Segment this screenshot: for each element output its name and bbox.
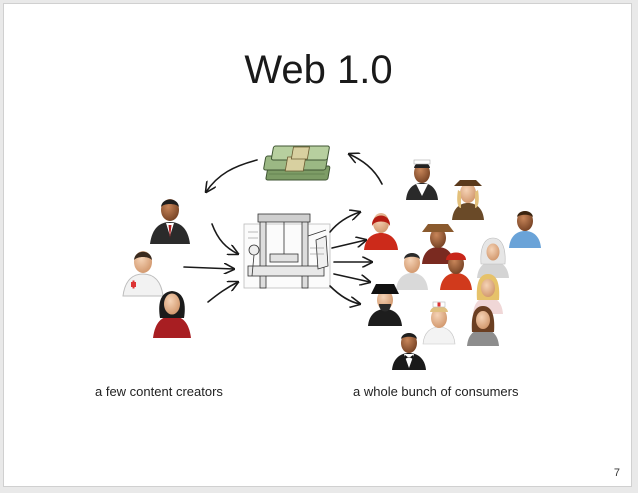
consumer-boxer-icon [364, 213, 398, 250]
arrow-press-to-consumer-4 [333, 273, 370, 282]
arrow-creators-to-money [206, 159, 258, 192]
consumer-icons [364, 159, 541, 370]
arrow-creator-mid-to-press [183, 267, 234, 269]
arrow-consumers-to-money [349, 154, 383, 185]
consumer-woman-icon [467, 306, 499, 346]
printing-press-icon [243, 213, 331, 289]
consumer-hat-woman-icon [452, 180, 484, 220]
money-stack-icon [263, 145, 331, 181]
consumer-nurse-icon [422, 301, 456, 345]
caption-consumers: a whole bunch of consumers [353, 384, 519, 399]
page-number: 7 [613, 467, 620, 479]
consumer-man-icon [396, 253, 428, 290]
arrow-creator-top-to-press [211, 223, 238, 254]
consumer-maid-icon [406, 159, 438, 200]
arrow-press-to-consumer-2 [331, 240, 366, 249]
arrow-press-to-consumer-1 [329, 212, 360, 233]
creator-woman-icon [153, 291, 191, 338]
consumer-rabbi-icon [368, 284, 402, 326]
consumer-butler-icon [392, 333, 426, 370]
flow-arrows [183, 154, 383, 304]
arrow-creator-bottom-to-press [207, 282, 238, 303]
consumer-cowboy-icon [422, 224, 454, 264]
slide-title: Web 1.0 [244, 48, 393, 92]
slide: Web 1.0 [3, 3, 632, 487]
diagram [122, 145, 541, 370]
consumer-hijab-icon [477, 237, 509, 278]
consumer-firefighter-icon [440, 252, 472, 290]
arrow-press-to-consumer-5 [329, 285, 360, 304]
consumer-boy-icon [509, 211, 541, 248]
creator-doctor-icon [122, 251, 164, 297]
caption-content-creators: a few content creators [95, 384, 223, 399]
creator-businessman-icon [150, 199, 190, 244]
